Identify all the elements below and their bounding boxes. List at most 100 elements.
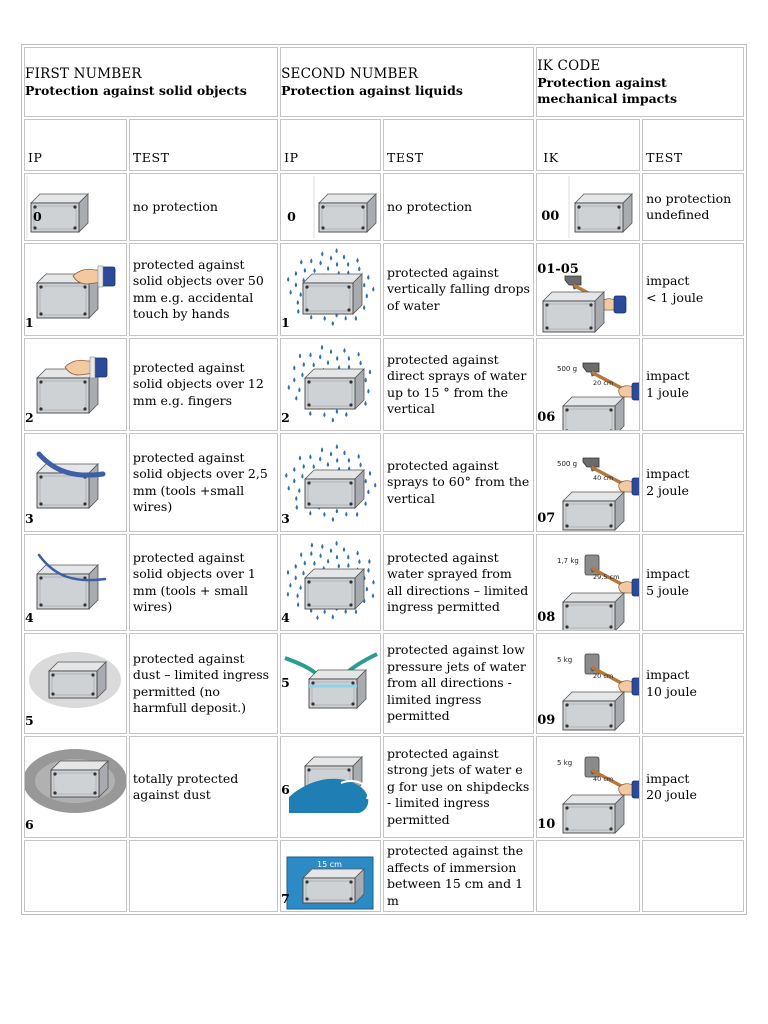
impact-mass-label: 500 g xyxy=(557,460,577,468)
liquid-ip-number: 3 xyxy=(281,511,290,526)
drop-height-label: 20 cm xyxy=(593,379,613,387)
liquid-test-description: no protection xyxy=(386,198,473,214)
header-row: FIRST NUMBER Protection against solid ob… xyxy=(24,47,744,117)
solid-protection-illustration xyxy=(36,356,108,414)
impact-energy: 2 joule xyxy=(646,482,689,498)
solid-ip-number: 5 xyxy=(25,713,34,728)
hammer-icon xyxy=(584,653,640,696)
col-test-solid: TEST xyxy=(128,119,279,171)
liquid-ip-cell: 0 xyxy=(280,173,381,241)
solid-test-description: totally protected against dust xyxy=(132,770,239,803)
enclosure-box-icon xyxy=(318,193,378,233)
liquid-test-cell: protected against low pressure jets of w… xyxy=(382,633,535,734)
enclosure-box-icon xyxy=(50,760,109,798)
enclosure-box-icon xyxy=(562,691,626,731)
solid-ip-cell: 3 xyxy=(24,433,127,532)
second-number-header: SECOND NUMBER Protection against liquids xyxy=(280,47,535,117)
liquid-test-cell: protected against vertically falling dro… xyxy=(382,243,535,336)
solid-protection-illustration xyxy=(26,176,89,238)
ik-number: 06 xyxy=(537,410,556,425)
ip-ik-table: FIRST NUMBER Protection against solid ob… xyxy=(21,44,747,915)
impact-energy: undefined xyxy=(646,207,710,222)
ik-code-header: IK CODE Protection against mechanical im… xyxy=(536,47,744,117)
liquid-test-description: protected against low pressure jets of w… xyxy=(386,642,526,724)
liquid-test-description: protected against the affects of immersi… xyxy=(386,843,524,908)
solid-ip-cell: 4 xyxy=(24,534,127,631)
impact-label: impact xyxy=(646,667,690,682)
impact-test-cell: impact< 1 joule xyxy=(642,243,744,336)
liquid-test-cell: no protection xyxy=(382,173,535,241)
solid-ip-number: 3 xyxy=(25,511,34,526)
solid-test-description: protected against solid objects over 12 … xyxy=(132,359,264,408)
enclosure-box-icon xyxy=(302,273,364,315)
hammer-icon xyxy=(582,362,640,401)
liquid-ip-cell: 6 xyxy=(280,736,381,838)
solid-test-cell xyxy=(128,840,279,912)
drop-height-label: 40 cm xyxy=(593,775,613,783)
liquid-protection-illustration xyxy=(289,756,370,813)
enclosure-box-icon xyxy=(304,568,366,610)
liquid-test-description: protected against vertically falling dro… xyxy=(386,264,530,313)
ik-cell: 500 g 40 cm 07 xyxy=(536,433,641,532)
liquid-test-cell: protected against direct sprays of water… xyxy=(382,338,535,431)
impact-mass-label: 500 g xyxy=(557,365,577,373)
solid-test-cell: no protection xyxy=(128,173,279,241)
ik-code-title: IK CODE xyxy=(537,57,601,74)
solid-ip-cell: 2 xyxy=(24,338,127,431)
solid-test-description: protected against dust – limited ingress… xyxy=(132,650,270,716)
wire-icon xyxy=(37,553,107,582)
hammer-icon xyxy=(584,554,640,597)
impact-energy: 1 joule xyxy=(646,384,689,400)
solid-ip-number: 1 xyxy=(25,315,34,330)
liquid-test-description: protected against strong jets of water e… xyxy=(386,745,530,827)
enclosure-box-icon xyxy=(308,669,368,709)
enclosure-box-icon xyxy=(562,491,626,531)
enclosure-box-icon xyxy=(562,794,626,834)
table-row: 2 protected against solid objects over 12… xyxy=(24,338,744,431)
ik-code-subtitle: Protection against mechanical impacts xyxy=(537,74,678,106)
liquid-ip-number: 0 xyxy=(287,209,296,224)
liquid-ip-cell: 1 xyxy=(280,243,381,336)
impact-illustration xyxy=(568,176,634,238)
liquid-ip-number: 6 xyxy=(281,782,290,797)
column-header-row: IP TEST IP TEST IK TEST xyxy=(24,119,744,171)
impact-label: impact xyxy=(646,466,690,481)
impact-energy: 20 joule xyxy=(646,787,697,802)
liquid-ip-number: 1 xyxy=(281,315,290,330)
liquid-ip-number: 7 xyxy=(281,891,290,906)
impact-label: impact xyxy=(646,273,690,288)
liquid-ip-cell: 4 xyxy=(280,534,381,631)
impact-label: impact xyxy=(646,566,690,581)
impact-test-cell xyxy=(642,840,744,912)
solid-ip-number: 2 xyxy=(25,410,34,425)
solid-test-description: protected against solid objects over 50 … xyxy=(132,256,264,322)
solid-test-description: no protection xyxy=(132,198,218,214)
solid-ip-number: 4 xyxy=(25,610,34,625)
table-row: 1 protected against solid objects over 50… xyxy=(24,243,744,336)
solid-ip-number: 0 xyxy=(33,209,42,224)
impact-mass-label: 5 kg xyxy=(557,656,572,664)
col-test-liquid: TEST xyxy=(382,119,535,171)
impact-illustration: 1,7 kg 29,5 cm xyxy=(557,554,640,630)
hammer-icon xyxy=(582,457,640,496)
liquid-protection-illustration xyxy=(287,344,372,423)
first-number-title: FIRST NUMBER xyxy=(25,65,142,82)
enclosure-box-icon xyxy=(562,592,626,630)
enclosure-box-icon xyxy=(304,368,366,410)
liquid-ip-cell: 2 xyxy=(280,338,381,431)
tool-icon xyxy=(36,451,106,478)
col-test-impact: TEST xyxy=(642,119,744,171)
second-number-subtitle: Protection against liquids xyxy=(281,82,463,98)
liquid-test-cell: protected against the affects of immersi… xyxy=(382,840,535,912)
table-row: 5 protected against dust – limited ingres… xyxy=(24,633,744,734)
ik-number: 08 xyxy=(537,610,556,625)
liquid-ip-number: 2 xyxy=(281,410,290,425)
solid-test-cell: totally protected against dust xyxy=(128,736,279,838)
ik-number: 09 xyxy=(537,713,556,728)
